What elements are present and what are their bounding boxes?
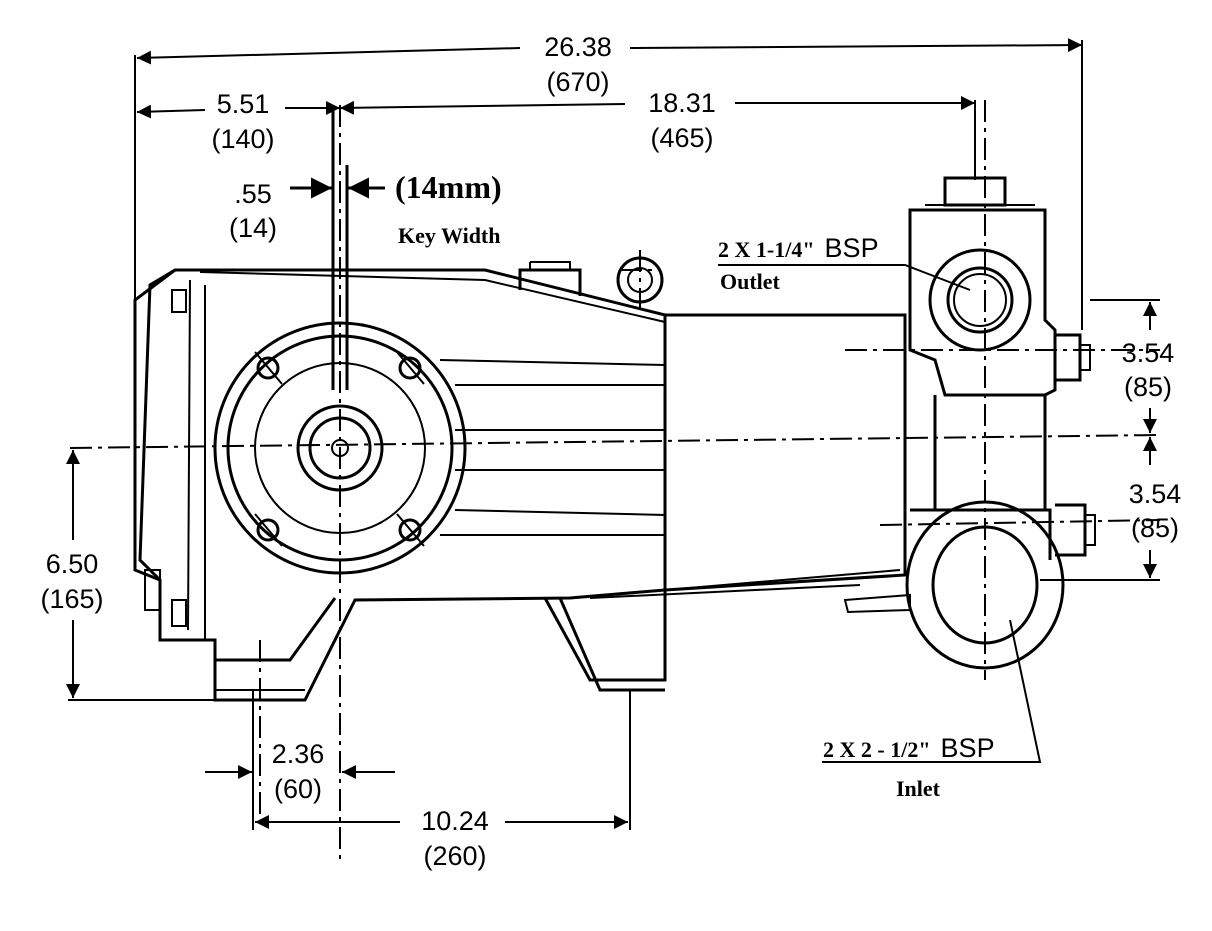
dim-overall-length-mm: (670)	[546, 67, 609, 97]
inlet-spec: 2 X 2 - 1/2" BSP	[823, 733, 995, 763]
manifold	[843, 176, 1096, 670]
key-width-label: Key Width	[398, 223, 501, 248]
dim-foot-offset-in: 2.36	[272, 739, 325, 769]
dim-shaft-height-in: 6.50	[46, 549, 99, 579]
dim-foot-spacing-mm: (260)	[423, 841, 486, 871]
pump-body	[133, 256, 907, 702]
dim-shaft-to-end-in: 18.31	[648, 88, 716, 118]
dim-shaft-offset-in: 5.51	[217, 89, 270, 119]
drive-flange	[213, 105, 467, 575]
key-width-note: (14mm)	[395, 169, 502, 205]
dim-shaft-offset-mm: (140)	[211, 124, 274, 154]
inlet-spec-suffix: BSP	[941, 733, 995, 763]
outlet-spec-prefix: 2 X 1-1/4"	[718, 237, 815, 262]
outlet-label: Outlet	[720, 269, 781, 294]
dim-lower-port-spacing-in: 3.54	[1129, 479, 1182, 509]
outlet-spec-suffix: BSP	[825, 233, 879, 263]
dim-key-width-in: .55	[234, 179, 272, 209]
dim-lower-port-spacing-mm: (85)	[1131, 513, 1179, 543]
dim-foot-offset-mm: (60)	[274, 774, 322, 804]
dim-upper-port-spacing-mm: (85)	[1124, 372, 1172, 402]
dim-shaft-to-end-mm: (465)	[650, 123, 713, 153]
dimension-labels: 26.38 (670) 5.51 (140) 18.31 (465) .55 (…	[40, 32, 1181, 871]
dim-foot-spacing-in: 10.24	[421, 806, 489, 836]
outlet-spec: 2 X 1-1/4" BSP	[718, 233, 879, 263]
inlet-spec-prefix: 2 X 2 - 1/2"	[823, 737, 931, 762]
port-labels: 2 X 1-1/4" BSP Outlet 2 X 2 - 1/2" BSP I…	[718, 233, 995, 801]
center-lines	[69, 100, 1161, 860]
inlet-label: Inlet	[896, 776, 941, 801]
dim-key-width-mm: (14)	[229, 213, 277, 243]
dim-shaft-height-mm: (165)	[40, 584, 103, 614]
dim-overall-length-in: 26.38	[544, 32, 612, 62]
dim-upper-port-spacing-in: 3.54	[1122, 338, 1175, 368]
dimension-lines	[66, 38, 1160, 830]
